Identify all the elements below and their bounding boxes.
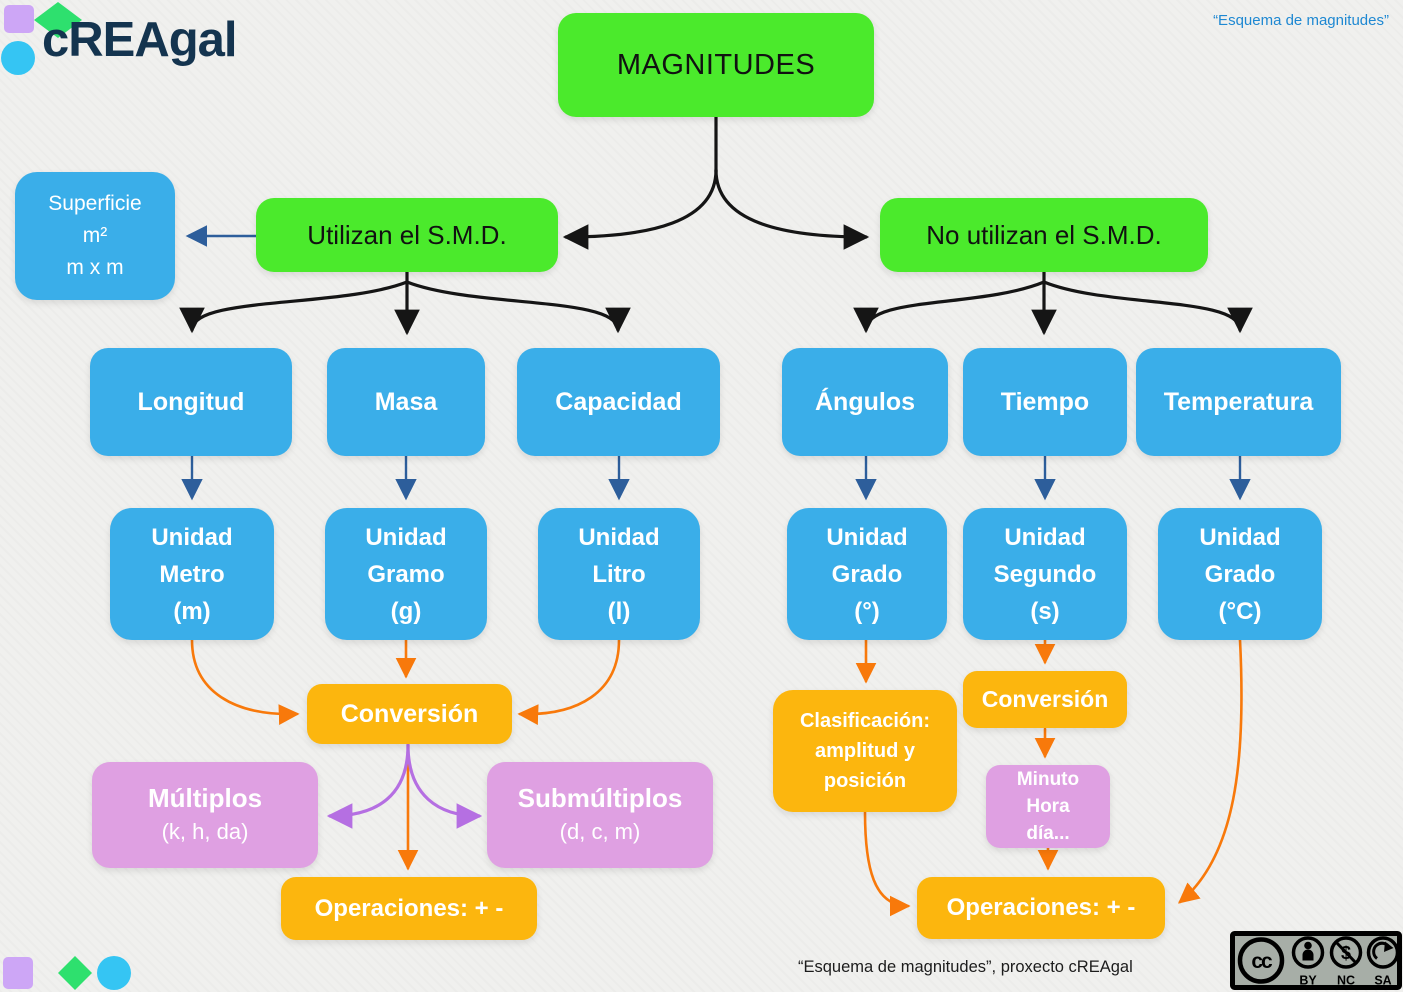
node-temperatura: Temperatura: [1136, 348, 1341, 456]
logo-mark: [1, 2, 82, 75]
logo-square-icon: [4, 5, 34, 33]
node-longitud: Longitud: [90, 348, 292, 456]
cc-license-badge: cc $ BY NC SA: [1230, 931, 1402, 990]
cc-sa-label: SA: [1374, 974, 1391, 988]
attribution-icon: [1291, 936, 1325, 969]
svg-text:cc: cc: [1251, 950, 1273, 973]
node-unidad-grado-c: Unidad Grado (°C): [1158, 508, 1322, 640]
node-masa: Masa: [327, 348, 485, 456]
cc-nc-label: NC: [1337, 974, 1355, 988]
footer-mark: [3, 956, 131, 990]
node-angulos: Ángulos: [782, 348, 948, 456]
node-utilizan-smd: Utilizan el S.M.D.: [256, 198, 558, 272]
footer-square-icon: [3, 957, 33, 989]
node-unidad-grado: Unidad Grado (°): [787, 508, 947, 640]
node-unidad-segundo: Unidad Segundo (s): [963, 508, 1127, 640]
nc-icon: $: [1329, 936, 1363, 969]
node-capacidad: Capacidad: [517, 348, 720, 456]
node-magnitudes: MAGNITUDES: [558, 13, 874, 117]
node-unidad-litro: Unidad Litro (l): [538, 508, 700, 640]
node-minuto-hora-dia: Minuto Hora día...: [986, 765, 1110, 848]
logo-text: cREAgal: [42, 13, 238, 67]
sa-icon: [1366, 936, 1400, 969]
node-conversion-left: Conversión: [307, 684, 512, 744]
node-tiempo: Tiempo: [963, 348, 1127, 456]
node-superficie: Superficie m² m x m: [15, 172, 175, 300]
node-multiplos: Múltiplos (k, h, da): [92, 762, 318, 868]
logo-diamond-icon: [34, 2, 82, 38]
node-unidad-metro: Unidad Metro (m): [110, 508, 274, 640]
header-note: “Esquema de magnitudes”: [1213, 12, 1389, 29]
node-operaciones-right: Operaciones: + -: [917, 877, 1165, 939]
node-clasificacion: Clasificación: amplitud y posición: [773, 690, 957, 812]
logo-circle-icon: [1, 41, 35, 75]
footer-caption: “Esquema de magnitudes”, proxecto cREAga…: [798, 958, 1133, 976]
node-conversion-right: Conversión: [963, 671, 1127, 728]
footer-circle-icon: [97, 956, 131, 990]
footer-diamond-icon: [58, 956, 92, 990]
node-unidad-gramo: Unidad Gramo (g): [325, 508, 487, 640]
node-submultiplos: Submúltiplos (d, c, m): [487, 762, 713, 868]
cc-by-label: BY: [1299, 974, 1317, 988]
node-operaciones-left: Operaciones: + -: [281, 877, 537, 940]
cc-icon: cc: [1237, 937, 1285, 984]
node-no-utilizan-smd: No utilizan el S.M.D.: [880, 198, 1208, 272]
